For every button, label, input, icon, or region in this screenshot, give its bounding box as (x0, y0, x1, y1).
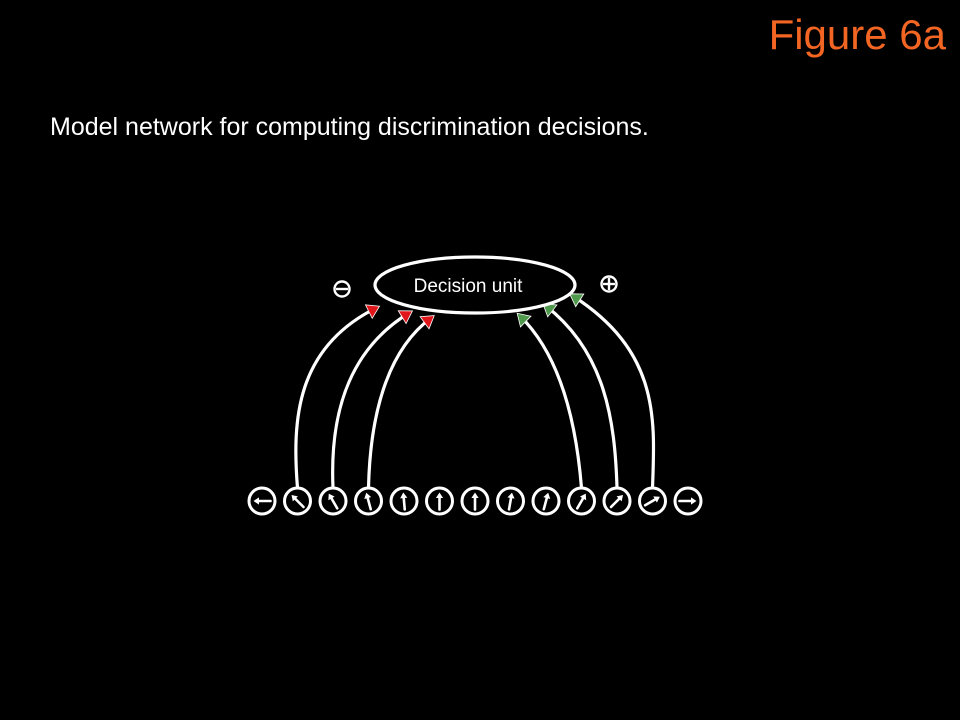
input-unit (354, 486, 383, 516)
inhibitory-synapse-icon (364, 304, 381, 320)
excitatory-connection (544, 304, 619, 490)
input-unit (531, 486, 561, 516)
direction-tuned-input-units (247, 486, 703, 516)
input-unit (318, 486, 348, 516)
excitatory-connection (518, 314, 584, 490)
excitatory-synapse-icon (569, 293, 585, 308)
plus-sign-icon (600, 275, 618, 293)
connection-wires (294, 294, 656, 490)
inhibitory-synapse-icon (419, 315, 435, 330)
inhibitory-connection (366, 316, 433, 490)
inhibitory-synapse-icon (397, 310, 414, 325)
synapse-markers (364, 293, 585, 330)
input-unit (389, 486, 419, 516)
input-unit (283, 486, 312, 516)
decision-unit: Decision unit (373, 255, 577, 315)
input-unit (638, 486, 667, 516)
inhibitory-connection (294, 306, 378, 490)
input-unit (460, 486, 490, 516)
input-unit (247, 486, 277, 516)
excitatory-connection (571, 294, 656, 490)
figure-caption: Model network for computing discriminati… (50, 113, 649, 141)
input-unit (425, 486, 454, 516)
decision-unit-label: Decision unit (414, 276, 523, 297)
input-unit (602, 486, 632, 516)
input-unit (567, 486, 596, 516)
excitatory-synapse-icon (516, 312, 532, 328)
decision-unit-ellipse (373, 255, 577, 315)
figure-title: Figure 6a (768, 11, 946, 58)
minus-sign-icon (333, 280, 351, 298)
input-unit (496, 486, 525, 516)
input-unit (673, 486, 703, 516)
inhibitory-connection (331, 311, 411, 490)
